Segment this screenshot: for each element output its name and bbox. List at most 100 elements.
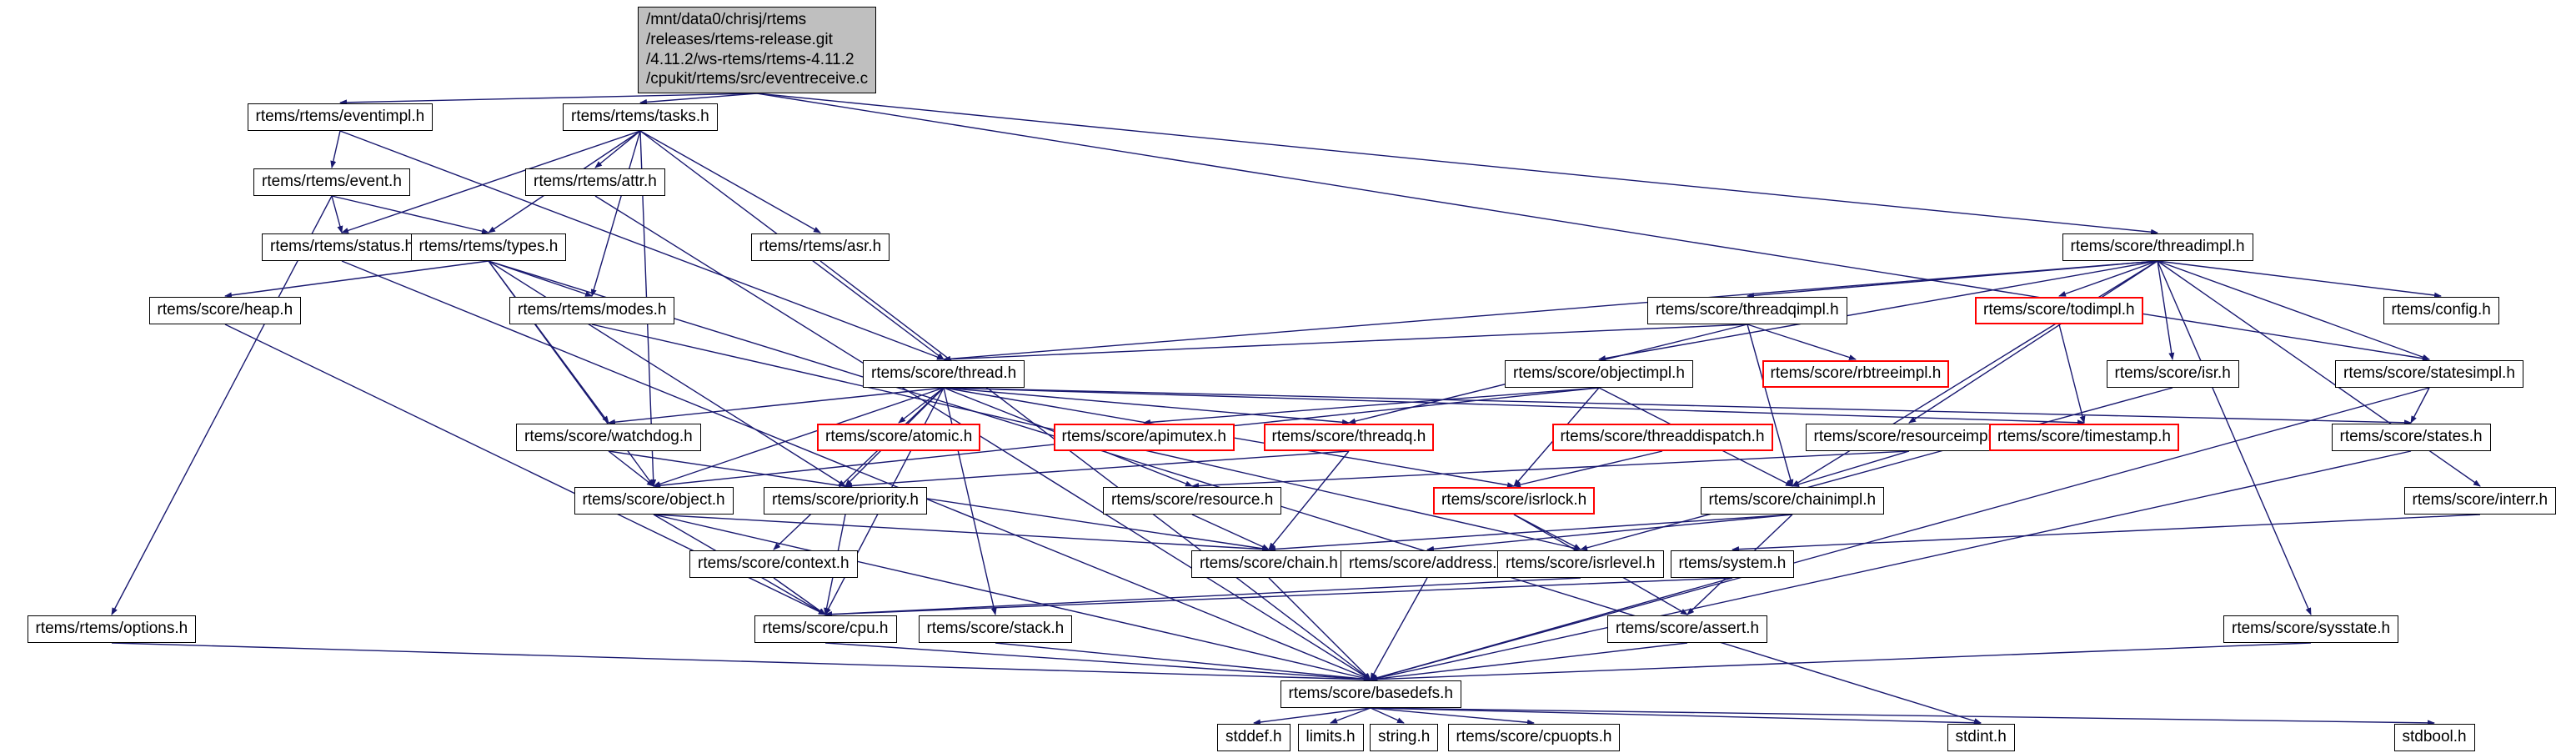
graph-node-objectimpl[interactable]: rtems/score/objectimpl.h (1505, 360, 1693, 388)
graph-node-chainimpl[interactable]: rtems/score/chainimpl.h (1700, 487, 1885, 515)
graph-node-thread[interactable]: rtems/score/thread.h (863, 360, 1025, 388)
include-edge-thread-watchdog (608, 387, 945, 425)
graph-node-config[interactable]: rtems/config.h (2383, 297, 2499, 324)
include-edge-todimpl-timestamp (2058, 324, 2086, 424)
graph-node-modes[interactable]: rtems/rtems/modes.h (509, 297, 675, 324)
graph-node-context[interactable]: rtems/score/context.h (689, 550, 858, 578)
graph-node-watchdog[interactable]: rtems/score/watchdog.h (516, 424, 701, 451)
include-edge-sysstate-basedefs (1370, 642, 2312, 683)
graph-node-assert[interactable]: rtems/score/assert.h (1607, 615, 1768, 643)
graph-node-threaddispatch[interactable]: rtems/score/threaddispatch.h (1551, 424, 1773, 451)
include-edge-thread-object (653, 387, 945, 487)
include-edge-eventimpl-event (330, 130, 341, 168)
include-edge-threadimpl-isr (2157, 260, 2175, 360)
graph-node-tasks[interactable]: rtems/rtems/tasks.h (563, 103, 718, 131)
graph-node-threadimpl[interactable]: rtems/score/threadimpl.h (2062, 233, 2253, 261)
graph-node-atomic[interactable]: rtems/score/atomic.h (817, 424, 981, 451)
include-edge-object-basedefs (653, 514, 1371, 681)
include-edge-chainimpl-chain (1268, 514, 1793, 552)
include-edge-object-chain (653, 514, 1270, 553)
graph-node-limits[interactable]: limits.h (1297, 724, 1364, 751)
graph-node-todimpl[interactable]: rtems/score/todimpl.h (1975, 297, 2143, 324)
graph-node-stack[interactable]: rtems/score/stack.h (918, 615, 1073, 643)
include-edge-basedefs-string (1370, 707, 1405, 724)
include-edge-threadqimpl-chainimpl (1747, 324, 1794, 487)
include-edge-threadimpl-sysstate (2157, 260, 2312, 615)
include-edge-resourceimpl-resource (1191, 450, 1910, 489)
include-edge-objectimpl-apimutex (1143, 387, 1600, 425)
graph-node-sysstate[interactable]: rtems/score/sysstate.h (2223, 615, 2399, 643)
graph-node-status[interactable]: rtems/rtems/status.h (262, 233, 423, 261)
graph-node-basedefs[interactable]: rtems/score/basedefs.h (1280, 680, 1461, 708)
graph-node-rbtreeimpl[interactable]: rtems/score/rbtreeimpl.h (1762, 360, 1950, 388)
graph-node-system[interactable]: rtems/system.h (1670, 550, 1795, 578)
include-edge-basedefs-stdbool (1370, 707, 2435, 726)
graph-node-heap[interactable]: rtems/score/heap.h (148, 297, 302, 324)
include-edge-system-basedefs (1370, 577, 1733, 681)
include-edge-eventimpl-thread (339, 130, 945, 360)
include-edge-tasks-status (341, 130, 641, 233)
graph-node-address[interactable]: rtems/score/address.h (1341, 550, 1514, 578)
graph-node-states[interactable]: rtems/score/states.h (2331, 424, 2491, 451)
graph-node-object[interactable]: rtems/score/object.h (574, 487, 734, 515)
include-edge-basedefs-stdint (1370, 707, 1982, 726)
include-edge-tasks-modes (590, 130, 641, 297)
include-edge-threadqimpl-rbtreeimpl (1747, 324, 1857, 360)
include-edge-address-basedefs (1370, 577, 1428, 680)
graph-node-chain[interactable]: rtems/score/chain.h (1191, 550, 1346, 578)
include-edge-event-types (331, 195, 489, 234)
include-edge-options-basedefs (111, 642, 1371, 683)
graph-node-isrlock[interactable]: rtems/score/isrlock.h (1433, 487, 1596, 515)
include-edge-isrlevel-cpu (824, 577, 1581, 618)
graph-node-stddef[interactable]: stddef.h (1217, 724, 1291, 751)
include-edge-thread-atomic (898, 387, 945, 424)
include-edge-watchdog-object (608, 450, 654, 487)
include-edge-statesimpl-basedefs (1370, 387, 2430, 681)
graph-node-eventimpl[interactable]: rtems/rtems/eventimpl.h (247, 103, 434, 131)
graph-node-interr[interactable]: rtems/score/interr.h (2403, 487, 2557, 515)
graph-node-cpu[interactable]: rtems/score/cpu.h (754, 615, 897, 643)
graph-node-resourceimpl[interactable]: rtems/score/resourceimpl.h (1805, 424, 2013, 451)
graph-node-apimutex[interactable]: rtems/score/apimutex.h (1053, 424, 1235, 451)
graph-node-string[interactable]: string.h (1370, 724, 1439, 751)
graph-node-attr[interactable]: rtems/rtems/attr.h (525, 168, 665, 196)
graph-node-timestamp[interactable]: rtems/score/timestamp.h (1989, 424, 2179, 451)
graph-node-stdint[interactable]: stdint.h (1947, 724, 2015, 751)
include-edge-types-watchdog (488, 260, 609, 424)
graph-node-threadqimpl[interactable]: rtems/score/threadqimpl.h (1647, 297, 1847, 324)
graph-node-statesimpl[interactable]: rtems/score/statesimpl.h (2335, 360, 2523, 388)
graph-node-isrlevel[interactable]: rtems/score/isrlevel.h (1497, 550, 1664, 578)
include-edge-threadimpl-objectimpl (1598, 260, 2158, 362)
include-edge-event-status (331, 195, 343, 233)
graph-node-event[interactable]: rtems/rtems/event.h (253, 168, 410, 196)
include-edge-threadimpl-interr (2157, 260, 2481, 487)
include-edge-thread-stack (943, 387, 997, 615)
graph-node-resource[interactable]: rtems/score/resource.h (1103, 487, 1282, 515)
include-edge-resourceimpl-chainimpl (1792, 450, 1910, 488)
include-edge-threadimpl-resourceimpl (1908, 260, 2158, 424)
include-edge-assert-basedefs (1370, 642, 1688, 682)
include-edge-threadimpl-chainimpl (1792, 260, 2158, 487)
graph-node-cpuopts[interactable]: rtems/score/cpuopts.h (1447, 724, 1621, 751)
graph-node-types[interactable]: rtems/rtems/types.h (410, 233, 567, 261)
include-edge-context-cpu (773, 577, 826, 615)
include-edge-asr-basedefs (819, 260, 1371, 680)
include-edge-basedefs-cpuopts (1370, 707, 1535, 725)
include-edge-statesimpl-states (2410, 387, 2430, 424)
include-edge-thread-context (773, 387, 945, 550)
graph-node-priority[interactable]: rtems/score/priority.h (764, 487, 927, 515)
graph-node-stdbool[interactable]: stdbool.h (2393, 724, 2475, 751)
include-edge-isr-isrlevel (1580, 387, 2173, 551)
graph-node-isr[interactable]: rtems/score/isr.h (2106, 360, 2239, 388)
include-edge-threadimpl-thread (943, 260, 2158, 362)
include-edge-thread-timestamp (943, 387, 2085, 426)
include-edge-system-cpu (824, 577, 1733, 618)
graph-node-options[interactable]: rtems/rtems/options.h (27, 615, 197, 643)
include-edge-types-priority (488, 260, 846, 487)
include-edge-states-basedefs (1370, 450, 2412, 681)
include-edge-tasks-attr (594, 130, 641, 168)
graph-node-threadq[interactable]: rtems/score/threadq.h (1263, 424, 1435, 451)
graph-node-asr[interactable]: rtems/rtems/asr.h (750, 233, 890, 261)
include-edge-attr-basedefs (594, 195, 1371, 680)
include-edge-thread-states (943, 387, 2412, 426)
